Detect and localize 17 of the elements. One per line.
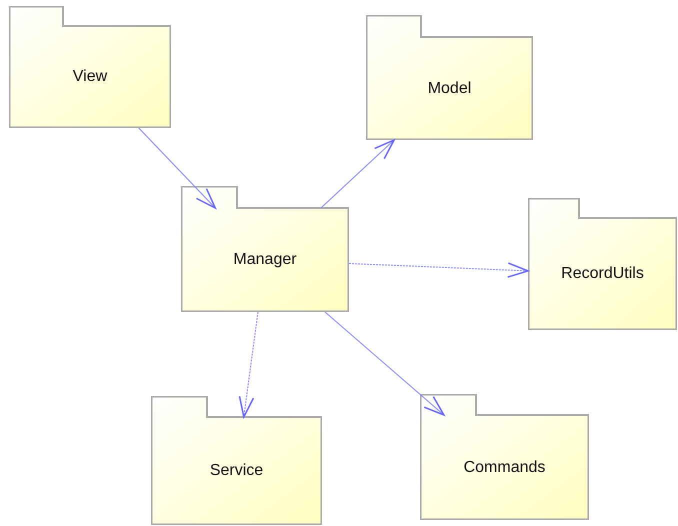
package-name: Commands bbox=[464, 458, 546, 478]
package-name: RecordUtils bbox=[561, 264, 644, 284]
dependency-arrow bbox=[320, 139, 395, 208]
package-folder bbox=[151, 396, 322, 525]
dependency-arrow bbox=[348, 262, 529, 278]
package-folder bbox=[420, 394, 589, 520]
package-name: Manager bbox=[233, 250, 297, 270]
package-folder bbox=[181, 186, 349, 312]
package-folder bbox=[9, 6, 171, 128]
dependency-arrow bbox=[138, 128, 216, 209]
package-name: Model bbox=[428, 78, 472, 98]
package-name: View bbox=[72, 67, 108, 87]
dependency-arrow bbox=[324, 312, 445, 416]
package-name: Service bbox=[210, 461, 264, 481]
dependency-arrow bbox=[238, 312, 258, 418]
package-folder bbox=[528, 198, 677, 330]
package-folder bbox=[366, 15, 533, 140]
